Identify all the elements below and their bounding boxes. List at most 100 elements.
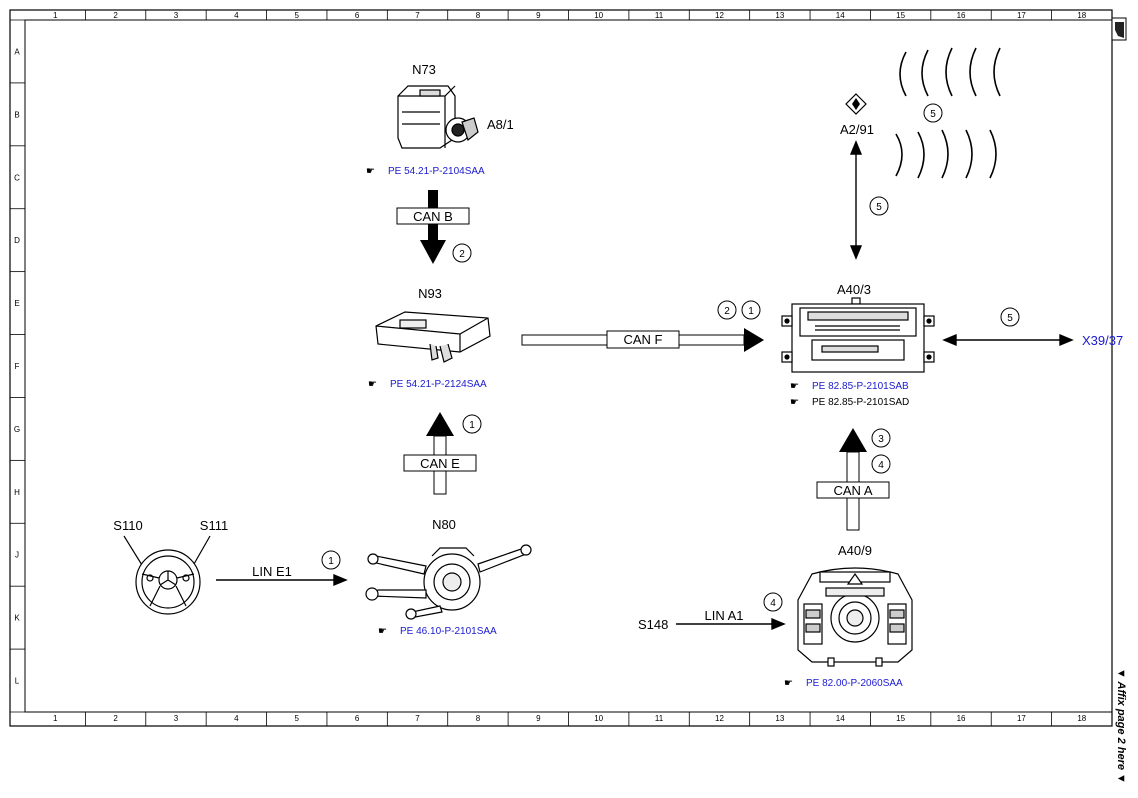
lin-e1-link <box>216 573 348 587</box>
antenna-link <box>849 140 863 260</box>
marker-5-antenna: 5 <box>869 196 889 216</box>
svg-text:1: 1 <box>328 556 334 567</box>
reference-n73[interactable]: ☛ PE 54.21-P-2104SAA <box>366 166 485 177</box>
bus-label-lin-a1: LIN A1 <box>704 608 743 623</box>
svg-text:4: 4 <box>878 460 884 471</box>
svg-text:PE 54.21-P-2124SAA: PE 54.21-P-2124SAA <box>390 379 487 390</box>
head-unit-icon <box>781 297 935 373</box>
ignition-switch-icon <box>397 85 479 149</box>
grid-column-label: 8 <box>476 11 481 20</box>
bus-label-can-b: CAN B <box>413 209 453 224</box>
grid-column-label: 9 <box>536 11 541 20</box>
label-s110: S110 <box>113 518 142 533</box>
grid-column-label: 1 <box>53 11 58 20</box>
label-a40-9: A40/9 <box>838 543 872 558</box>
label-n80: N80 <box>432 517 456 532</box>
hand-pointer-icon: ☛ <box>366 166 375 177</box>
label-a2-91: A2/91 <box>840 122 874 137</box>
corner-tab-icon <box>1111 17 1127 41</box>
grid-column-label: 5 <box>295 714 300 723</box>
bus-label-can-e: CAN E <box>420 456 460 471</box>
grid-column-label: 18 <box>1077 11 1086 20</box>
grid-row-label: B <box>14 110 19 119</box>
grid-column-label: 4 <box>234 714 239 723</box>
svg-text:4: 4 <box>770 598 776 609</box>
grid-row-label: A <box>14 47 20 56</box>
grid-column-label: 2 <box>113 11 118 20</box>
svg-text:PE 82.00-P-2060SAA: PE 82.00-P-2060SAA <box>806 678 903 689</box>
grid-column-label: 3 <box>174 11 179 20</box>
label-s148: S148 <box>638 617 668 632</box>
svg-text:5: 5 <box>930 109 936 120</box>
label-x39-37: X39/37 <box>1082 333 1123 348</box>
lin-a1-link <box>676 617 786 631</box>
grid-column-label: 5 <box>295 11 300 20</box>
svg-text:2: 2 <box>459 249 465 260</box>
antenna-icon <box>845 93 867 115</box>
label-s111: S111 <box>200 518 228 533</box>
grid-column-label: 16 <box>957 11 966 20</box>
bus-label-can-f: CAN F <box>624 332 663 347</box>
grid-column-label: 2 <box>113 714 118 723</box>
svg-text:PE 54.21-P-2104SAA: PE 54.21-P-2104SAA <box>388 166 485 177</box>
grid-column-label: 9 <box>536 714 541 723</box>
marker-2-can-b: 2 <box>452 243 472 263</box>
reference-a40-3-a[interactable]: ☛ PE 82.85-P-2101SAB <box>790 381 909 392</box>
grid-column-label: 17 <box>1017 11 1026 20</box>
control-module-icon <box>375 311 491 363</box>
marker-4-lin-a1: 4 <box>763 592 783 612</box>
grid-column-label: 13 <box>775 714 784 723</box>
svg-text:PE 82.85-P-2101SAD: PE 82.85-P-2101SAD <box>812 397 909 408</box>
svg-text:PE 46.10-P-2101SAA: PE 46.10-P-2101SAA <box>400 626 497 637</box>
marker-5-x39: 5 <box>1000 307 1020 327</box>
reference-n93[interactable]: ☛ PE 54.21-P-2124SAA <box>368 379 487 390</box>
hand-pointer-icon: ☛ <box>784 678 793 689</box>
grid-column-label: 6 <box>355 11 360 20</box>
grid-row-label: C <box>14 173 20 182</box>
grid-row-label: L <box>15 677 20 686</box>
marker-1-can-f: 1 <box>741 300 761 320</box>
grid-column-label: 7 <box>415 714 420 723</box>
grid-row-label: G <box>14 425 20 434</box>
reference-a40-3-b[interactable]: ☛ PE 82.85-P-2101SAD <box>790 397 909 408</box>
grid-column-label: 11 <box>655 11 664 20</box>
grid-column-label: 10 <box>594 714 603 723</box>
grid-row-label: E <box>14 299 19 308</box>
svg-text:3: 3 <box>878 434 884 445</box>
grid-column-label: 12 <box>715 714 724 723</box>
grid-column-label: 7 <box>415 11 420 20</box>
grid-row-label: K <box>14 614 20 623</box>
reference-a40-9[interactable]: ☛ PE 82.00-P-2060SAA <box>784 678 903 689</box>
grid-column-label: 3 <box>174 714 179 723</box>
grid-column-label: 18 <box>1077 714 1086 723</box>
grid-row-label: J <box>15 551 19 560</box>
side-note: ▼ Affix page 2 here ▼ <box>1115 668 1127 784</box>
svg-text:1: 1 <box>748 306 754 317</box>
marker-1-can-e: 1 <box>462 414 482 434</box>
bus-label-lin-e1: LIN E1 <box>252 564 292 579</box>
svg-text:5: 5 <box>876 202 882 213</box>
grid-column-label: 4 <box>234 11 239 20</box>
grid-row-label: H <box>14 488 20 497</box>
marker-2-can-f: 2 <box>717 300 737 320</box>
radio-waves-icon <box>895 47 1001 179</box>
reference-n80[interactable]: ☛ PE 46.10-P-2101SAA <box>378 626 497 637</box>
steering-wheel-icon <box>123 535 211 615</box>
bus-label-can-a: CAN A <box>833 483 872 498</box>
grid-column-label: 12 <box>715 11 724 20</box>
grid-column-label: 1 <box>53 714 58 723</box>
label-n93: N93 <box>418 286 442 301</box>
grid-column-label: 15 <box>896 714 905 723</box>
marker-5-radio: 5 <box>923 103 943 123</box>
svg-text:1: 1 <box>469 420 475 431</box>
grid-column-label: 14 <box>836 714 845 723</box>
grid-row-label: D <box>14 236 20 245</box>
grid-column-label: 6 <box>355 714 360 723</box>
grid-column-label: 17 <box>1017 714 1026 723</box>
grid-column-label: 14 <box>836 11 845 20</box>
can-f-link: CAN F <box>521 328 764 352</box>
